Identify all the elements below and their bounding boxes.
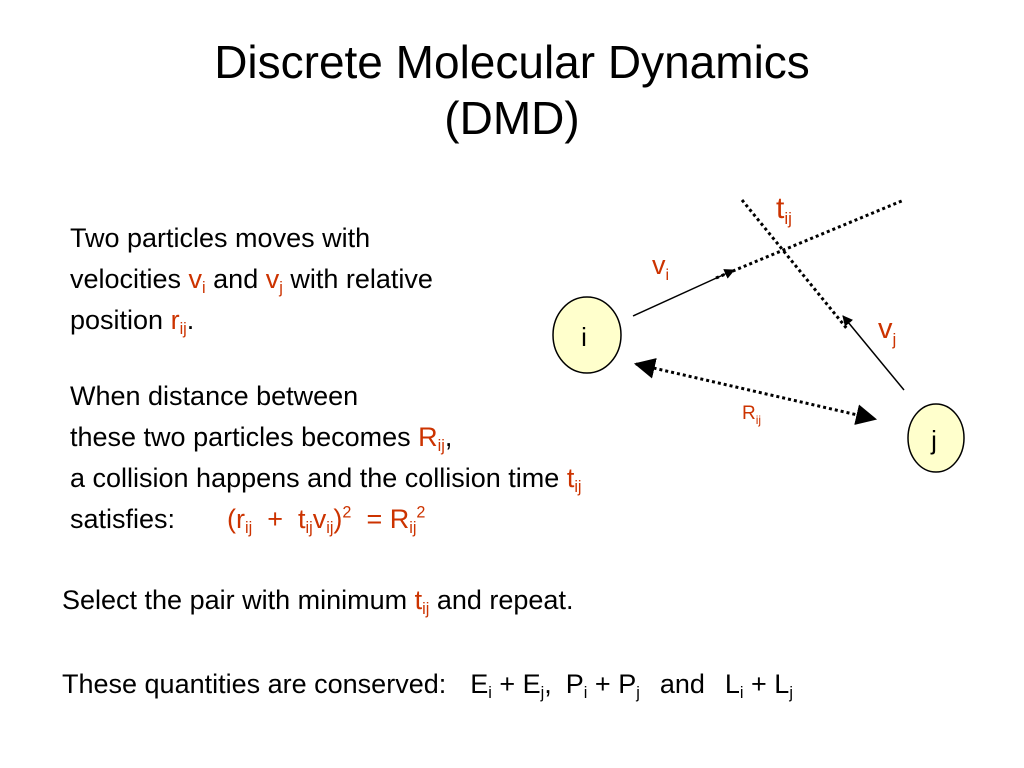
vj-term: vj: [265, 264, 283, 297]
slide-title: Discrete Molecular Dynamics (DMD): [0, 34, 1024, 146]
vj-label: vj: [878, 313, 896, 349]
para1-period: .: [186, 305, 195, 335]
rij-term: rij: [170, 305, 187, 338]
particle-j: [907, 403, 965, 473]
para1-and: and: [205, 264, 266, 294]
trajectory-line-i: [715, 198, 905, 280]
tij-term-select: tij: [414, 585, 430, 618]
para2-line1: When distance between: [70, 381, 359, 411]
vi-term: vi: [188, 264, 206, 297]
para1-line3-a: position: [70, 305, 171, 335]
line-conserved: These quantities are conserved:Ei + Ej,P…: [62, 669, 793, 702]
Rij-term: Rij: [418, 422, 445, 455]
para2-comma: ,: [444, 422, 453, 452]
para2-line3-a: a collision happens and the collision ti…: [70, 463, 567, 493]
para1-line1: Two particles moves with: [70, 223, 371, 253]
trajectory-line-j: [740, 199, 850, 331]
tij-term: tij: [566, 463, 582, 496]
and-word: and: [659, 669, 705, 699]
angular-momentum-sum: Li + Lj: [724, 669, 793, 702]
para2-satisfies: satisfies:: [70, 504, 176, 534]
particle-i: [552, 296, 622, 374]
collision-equation: (rij + tijvij)2 = Rij2: [227, 503, 426, 537]
para1-line2-c: with relative: [282, 264, 433, 294]
Rij-label: Rij: [742, 403, 761, 427]
velocity-arrow-j: [842, 315, 905, 391]
title-line-2: (DMD): [444, 92, 580, 144]
velocity-arrow-i: [632, 269, 735, 317]
title-line-1: Discrete Molecular Dynamics: [214, 36, 810, 88]
vi-label: vi: [652, 250, 669, 284]
relative-position-arrow: [633, 358, 878, 425]
energy-sum: Ei + Ej,: [470, 669, 552, 702]
paragraph-particles: Two particles moves with velocities vi a…: [70, 218, 433, 341]
momentum-sum: Pi + Pj: [565, 669, 640, 702]
line-select-pair: Select the pair with minimum tij and rep…: [62, 585, 574, 618]
paragraph-collision: When distance between these two particle…: [70, 376, 582, 540]
tij-label: tij: [776, 192, 792, 228]
para1-line2-a: velocities: [70, 264, 189, 294]
para2-line2-a: these two particles becomes: [70, 422, 419, 452]
particle-i-label: i: [581, 322, 587, 352]
particle-j-label: j: [930, 425, 937, 455]
